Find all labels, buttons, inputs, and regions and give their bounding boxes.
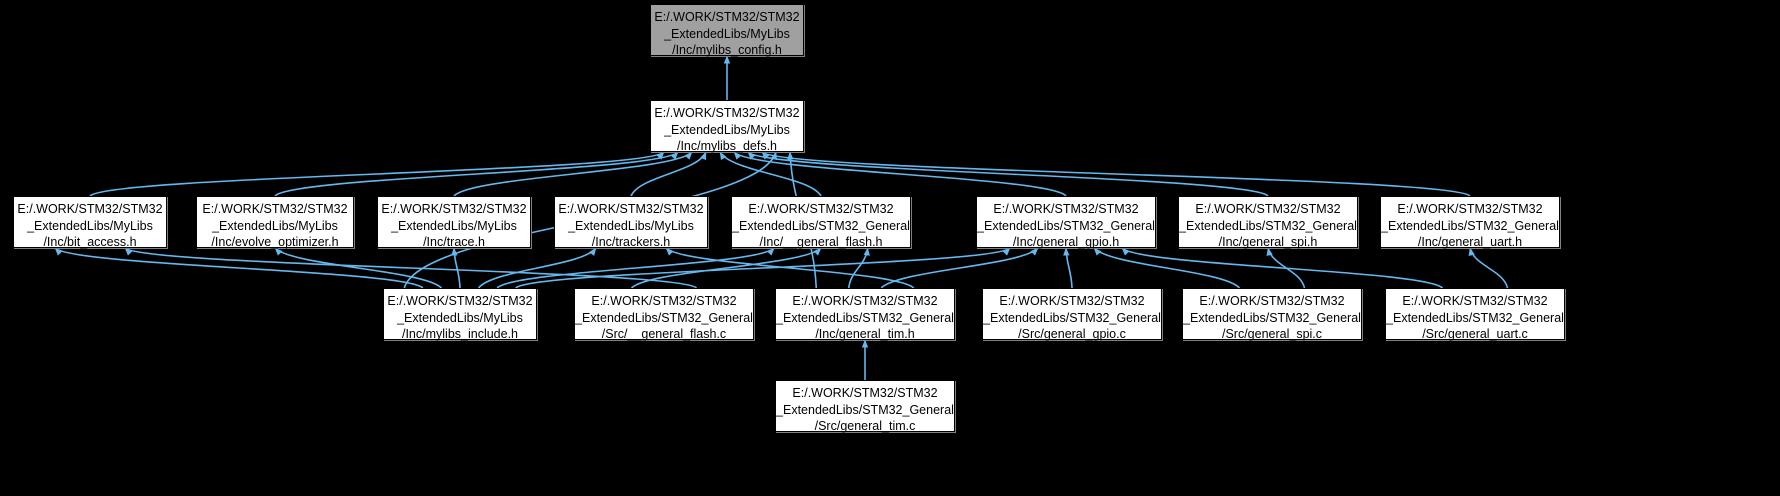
graph-node-general_gpio_h[interactable]: E:/.WORK/STM32/STM32 _ExtendedLibs/STM32_… (976, 196, 1156, 249)
graph-node-general_spi_c[interactable]: E:/.WORK/STM32/STM32 _ExtendedLibs/STM32_… (1182, 288, 1362, 341)
node-label-line: E:/.WORK/STM32/STM32 (748, 202, 894, 216)
node-label-line: _ExtendedLibs/STM32_General (575, 310, 753, 325)
graph-edge-general_uart_c-to-general_uart_h (1468, 247, 1509, 289)
graph-edge-general_spi_c-to-general_gpio_h (1093, 247, 1241, 289)
node-label-line: _ExtendedLibs/STM32_General (1183, 310, 1361, 325)
node-label-line: /Inc/bit_access.h (43, 235, 137, 249)
node-label-line: E:/.WORK/STM32/STM32 (999, 294, 1145, 308)
node-label-line: _ExtendedLibs/STM32_General (977, 218, 1155, 233)
node-label-line: /Inc/mylibs_include.h (401, 327, 519, 341)
node-label-line: E:/.WORK/STM32/STM32 (1402, 294, 1548, 308)
graph-edge-general_spi_c-to-general_spi_h (1266, 247, 1306, 289)
node-label-line: E:/.WORK/STM32/STM32 (558, 202, 704, 216)
node-label-line: /Inc/general_gpio.h (1012, 235, 1120, 249)
graph-edge-evolve_optimizer-to-mylibs_defs (274, 151, 679, 197)
node-label-line: E:/.WORK/STM32/STM32 (654, 106, 800, 120)
node-label-line: E:/.WORK/STM32/STM32 (993, 202, 1139, 216)
node-label-line: _ExtendedLibs/STM32_General (1386, 310, 1564, 325)
node-label-line: E:/.WORK/STM32/STM32 (387, 294, 533, 308)
graph-node-general_spi_h[interactable]: E:/.WORK/STM32/STM32 _ExtendedLibs/STM32_… (1178, 196, 1358, 249)
graph-edge-general_tim_h-to-trackers (665, 247, 915, 289)
node-label-line: _ExtendedLibs/MyLibs (27, 218, 153, 233)
node-label-line: /Inc/general_tim.h (815, 327, 915, 341)
node-label-line: _ExtendedLibs/STM32_General (1381, 218, 1559, 233)
graph-node-general_flash_c[interactable]: E:/.WORK/STM32/STM32 _ExtendedLibs/STM32_… (574, 288, 754, 341)
graph-edge-mylibs_include-to-trackers (477, 247, 597, 289)
node-label-line: _ExtendedLibs/STM32_General (732, 218, 910, 233)
graph-edge-mylibs_include-to-evolve_optimizer (274, 247, 443, 289)
graph-node-bit_access[interactable]: E:/.WORK/STM32/STM32 _ExtendedLibs/MyLibs… (13, 196, 167, 249)
graph-node-trackers[interactable]: E:/.WORK/STM32/STM32 _ExtendedLibs/MyLibs… (554, 196, 708, 249)
node-label-line: /Inc/general_uart.h (1417, 235, 1523, 249)
node-label-line: E:/.WORK/STM32/STM32 (792, 294, 938, 308)
node-label-line: /Src/general_gpio.c (1018, 327, 1126, 341)
graph-edge-general_flash_c-to-bit_access (124, 247, 698, 289)
graph-edge-mylibs_include-to-general_flash_h (496, 247, 775, 289)
node-label-line: _ExtendedLibs/STM32_General (983, 310, 1161, 325)
graph-edge-general_flash_h-to-mylibs_defs (719, 151, 822, 197)
node-label-line: _ExtendedLibs/MyLibs (664, 26, 790, 41)
graph-edge-general_tim_h-to-general_flash_h (847, 247, 870, 289)
node-label-line: E:/.WORK/STM32/STM32 (1199, 294, 1345, 308)
node-label-line: E:/.WORK/STM32/STM32 (17, 202, 163, 216)
node-label-line: /Src/general_spi.c (1221, 327, 1323, 341)
graph-edge-bit_access-to-mylibs_defs (89, 151, 665, 197)
graph-edge-general_tim_h-to-general_gpio_h (880, 247, 1039, 289)
node-label-line: _ExtendedLibs/STM32_General (1179, 218, 1357, 233)
node-label-line: _ExtendedLibs/MyLibs (397, 310, 523, 325)
node-label-line: /Inc/mylibs_defs.h (676, 139, 778, 153)
graph-node-general_tim_c[interactable]: E:/.WORK/STM32/STM32 _ExtendedLibs/STM32_… (775, 380, 955, 433)
graph-edge-general_gpio_c-to-general_gpio_h (1063, 247, 1073, 289)
graph-edge-general_uart_h-to-mylibs_defs (761, 151, 1471, 197)
node-label-line: _ExtendedLibs/MyLibs (212, 218, 338, 233)
node-label-line: /Inc/evolve_optimizer.h (211, 235, 339, 249)
node-label-line: E:/.WORK/STM32/STM32 (1397, 202, 1543, 216)
node-label-line: /Inc/trace.h (423, 235, 485, 249)
node-label-line: /Inc/__general_flash.h (759, 235, 883, 249)
graph-edge-general_flash_c-to-general_flash_h (630, 247, 822, 289)
graph-node-general_flash_h[interactable]: E:/.WORK/STM32/STM32 _ExtendedLibs/STM32_… (731, 196, 911, 249)
node-label-line: _ExtendedLibs/MyLibs (664, 122, 790, 137)
node-label-line: /Src/general_uart.c (1422, 327, 1528, 341)
graph-node-trace[interactable]: E:/.WORK/STM32/STM32 _ExtendedLibs/MyLibs… (377, 196, 531, 249)
node-label-line: _ExtendedLibs/MyLibs (391, 218, 517, 233)
graph-edge-general_spi_h-to-mylibs_defs (747, 151, 1269, 197)
node-label-line: /Inc/general_spi.h (1218, 235, 1318, 249)
node-label-line: E:/.WORK/STM32/STM32 (654, 10, 800, 24)
graph-edge-mylibs_include-to-trace (451, 247, 461, 289)
node-label-line: /Inc/trackers.h (591, 235, 671, 249)
graph-node-evolve_optimizer[interactable]: E:/.WORK/STM32/STM32 _ExtendedLibs/MyLibs… (196, 196, 354, 249)
node-label-line: E:/.WORK/STM32/STM32 (381, 202, 527, 216)
graph-node-mylibs_include[interactable]: E:/.WORK/STM32/STM32 _ExtendedLibs/MyLibs… (383, 288, 537, 341)
node-label-line: _ExtendedLibs/STM32_General (776, 402, 954, 417)
graph-edge-trace-to-mylibs_defs (453, 151, 693, 197)
node-label-line: _ExtendedLibs/MyLibs (568, 218, 694, 233)
node-label-line: _ExtendedLibs/STM32_General (776, 310, 954, 325)
graph-edge-general_uart_c-to-general_gpio_h (1121, 247, 1444, 289)
node-label-line: /Src/general_tim.c (814, 419, 916, 433)
graph-edge-trackers-to-mylibs_defs (630, 151, 707, 197)
node-label-line: E:/.WORK/STM32/STM32 (1195, 202, 1341, 216)
graph-node-general_tim_h[interactable]: E:/.WORK/STM32/STM32 _ExtendedLibs/STM32_… (775, 288, 955, 341)
graph-edge-mylibs_include-to-bit_access (54, 247, 424, 289)
graph-node-general_gpio_c[interactable]: E:/.WORK/STM32/STM32 _ExtendedLibs/STM32_… (982, 288, 1162, 341)
graph-node-mylibs_defs[interactable]: E:/.WORK/STM32/STM32 _ExtendedLibs/MyLibs… (650, 100, 804, 153)
node-label-line: E:/.WORK/STM32/STM32 (591, 294, 737, 308)
node-label-line: E:/.WORK/STM32/STM32 (792, 386, 938, 400)
node-label-line: /Inc/mylibs_config.h (672, 43, 782, 57)
graph-node-mylibs_config[interactable]: E:/.WORK/STM32/STM32 _ExtendedLibs/MyLibs… (650, 4, 804, 57)
graph-node-general_uart_c[interactable]: E:/.WORK/STM32/STM32 _ExtendedLibs/STM32_… (1385, 288, 1565, 341)
node-label-line: /Src/__general_flash.c (601, 327, 727, 341)
graph-node-general_uart_h[interactable]: E:/.WORK/STM32/STM32 _ExtendedLibs/STM32_… (1380, 196, 1560, 249)
graph-edge-mylibs_include-to-general_gpio_h (515, 247, 1011, 289)
node-label-line: E:/.WORK/STM32/STM32 (202, 202, 348, 216)
